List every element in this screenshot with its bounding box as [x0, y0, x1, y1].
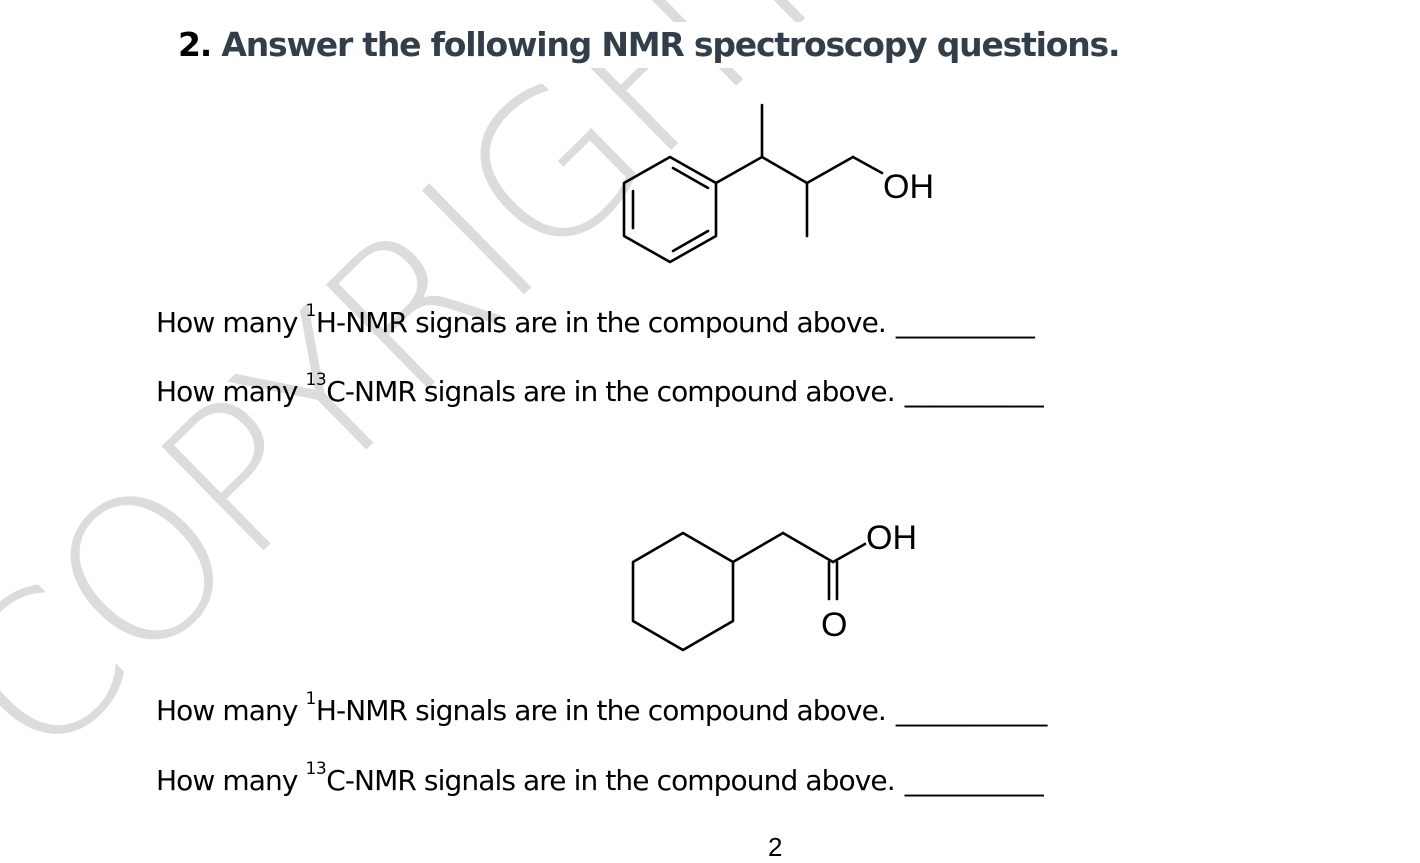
compound-2-structure: [631, 531, 867, 652]
question-text: H-NMR signals are in the compound above.: [315, 306, 887, 339]
isotope-superscript: 1: [305, 301, 317, 321]
question-text: C-NMR signals are in the compound above.: [326, 375, 895, 408]
compound-1-oh-label: OH: [883, 168, 934, 206]
compound-2-oh-label: OH: [866, 519, 917, 557]
compound-2-o-label: O: [821, 606, 847, 644]
page-number: 2: [768, 832, 783, 862]
isotope-superscript: 1: [305, 689, 317, 709]
question-prefix: How many: [156, 375, 306, 408]
isotope-superscript: 13: [305, 370, 327, 390]
answer-blank[interactable]: ___________: [904, 764, 1044, 797]
compound-1-c-nmr-question: How many 13C-NMR signals are in the comp…: [156, 370, 1044, 412]
answer-blank[interactable]: ____________: [895, 694, 1048, 727]
compound-1-structure: [622, 103, 884, 264]
question-heading: 2. Answer the following NMR spectroscopy…: [176, 22, 1122, 68]
question-text: C-NMR signals are in the compound above.: [326, 764, 895, 797]
answer-blank[interactable]: ___________: [904, 375, 1044, 408]
question-prefix: How many: [156, 764, 306, 797]
question-number: 2.: [178, 25, 212, 64]
compound-2-h-nmr-question: How many 1H-NMR signals are in the compo…: [156, 689, 1048, 731]
question-text: H-NMR signals are in the compound above.: [315, 694, 887, 727]
answer-blank[interactable]: ___________: [895, 306, 1035, 339]
isotope-superscript: 13: [305, 759, 327, 779]
question-prefix: How many: [156, 694, 306, 727]
question-prefix: How many: [156, 306, 306, 339]
compound-2-c-nmr-question: How many 13C-NMR signals are in the comp…: [156, 759, 1044, 801]
question-title: Answer the following NMR spectroscopy qu…: [221, 25, 1120, 64]
compound-1-h-nmr-question: How many 1H-NMR signals are in the compo…: [156, 301, 1035, 343]
